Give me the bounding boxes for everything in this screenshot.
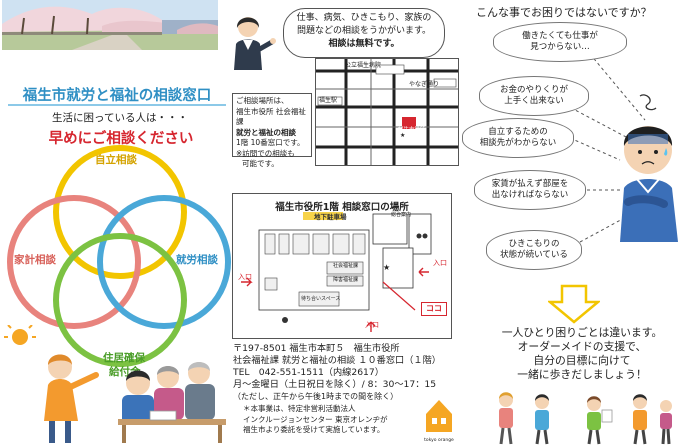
contact-address: 〒197-8501 福生市本町５ 福生市役所 (233, 343, 400, 354)
floor-map-entrance-west: 入口 (238, 273, 252, 281)
operator-note-line-1: ＊本事業は、特定非営利活動法人 (243, 404, 356, 413)
floor-map-entrance-east: 入口 (433, 259, 447, 267)
closing-message: 一人ひとり困りごとは違います。 オーダーメイドの支援で、 自分の目標に向けて 一… (482, 326, 682, 382)
speech-free-consult: 相談は無料です。 (328, 39, 400, 49)
trouble-cloud-withdrawal-line-2: 状態が続いている (500, 250, 568, 260)
trouble-title: こんな事でお困りではないですか？ (476, 6, 652, 19)
worried-man-illustration (620, 94, 678, 242)
trouble-cloud-money: お金のやりくりが上手く出来ない (479, 76, 589, 116)
floor-room-disability: 障害福祉課 (333, 277, 359, 283)
walking-people-illustration (499, 392, 672, 445)
venn-label-housing: 住居確保 (103, 352, 145, 364)
floor-map: 福生市役所1階 相談窓口の場所 ★ 地下駐車場 入口 入口 入口 (232, 193, 452, 339)
operator-note: ＊本事業は、特定非営利活動法人 インクルージョンセンター 東京オレンヂが 福生市… (243, 404, 421, 436)
floor-room-info: 総合案内 (391, 212, 412, 218)
closing-line-4: 一緒に歩きだしましょう！ (517, 368, 647, 381)
trouble-cloud-rent: 家賃が払えず部屋を出なければならない (474, 170, 586, 210)
operator-note-line-2: インクルージョンセンター 東京オレンヂが (243, 414, 388, 424)
contact-hours-note: （ただし、正午から午後1時までの間を除く） (233, 392, 399, 401)
speech-bubble: 仕事、病気、ひきこもり、家族の 問題などの相談をうかがいます。 相談は無料です。 (283, 8, 445, 58)
trouble-cloud-withdrawal-line-1: ひきこもりの (508, 239, 560, 249)
trouble-cloud-rent-line-1: 家賃が払えず部屋を (491, 179, 569, 189)
closing-line-1: 一人ひとり困りごとは違います。 (501, 326, 663, 339)
floor-room-welfare: 社会福祉課 (333, 263, 359, 269)
location-note-line-6: 可能です。 (242, 159, 279, 168)
cherry-blossom-photo (2, 0, 218, 50)
map-label-cityhall: 福生市役所 (398, 127, 426, 133)
title-underline (8, 104, 226, 106)
svg-text:★: ★ (400, 132, 405, 139)
contact-info: 〒197-8501 福生市本町５ 福生市役所 社会福祉課 就労と福祉の相談 １０… (233, 343, 441, 403)
headline: 早めにご相談ください (48, 131, 194, 147)
venn-label-independence: 自立相談 (95, 154, 137, 166)
location-note-line-5: ※訪問での相談も (236, 148, 295, 158)
map-label-street: やなぎ通り (409, 81, 440, 88)
operator-note-line-3: 福生市より委託を受けて実施しています。 (243, 425, 385, 434)
trouble-cloud-rent-line-2: 出なければならない (491, 190, 569, 200)
floor-map-parking: 地下駐車場 (314, 213, 347, 221)
trouble-cloud-independence: 自立するための相談先がわからない (462, 118, 574, 158)
trouble-cloud-independence-line-1: 自立するための (488, 127, 548, 137)
trouble-cloud-job: 働きたくても仕事が見つからない… (493, 22, 627, 62)
map-label-hospital: 公立福生病院 (345, 62, 382, 69)
location-note: ご相談場所は、 福生市役所 社会福祉課 就労と福祉の相談 1階 10番窓口です。… (232, 93, 312, 168)
support-venn-diagram (7, 145, 231, 367)
subtitle: 生活に困っている人は・・・ (52, 112, 188, 124)
floor-room-waiting: 待ち合いスペース (301, 296, 341, 302)
floor-map-title: 福生市役所1階 相談窓口の場所 (275, 202, 409, 213)
speech-line-2: 問題などの相談をうかがいます。 (296, 26, 432, 36)
trouble-cloud-job-line-2: 見つからない… (530, 42, 590, 52)
speech-line-1: 仕事、病気、ひきこもり、家族の (296, 13, 432, 23)
contact-phone: TEL 042-551-1511（内線2617） (233, 367, 384, 378)
here-marker: ココ (421, 302, 447, 316)
location-note-line-1: ご相談場所は、 (236, 96, 289, 105)
contact-department: 社会福祉課 就労と福祉の相談 １０番窓口（１階） (233, 355, 441, 366)
logo-text: tokyo orange (424, 438, 454, 443)
page-title: 福生市就労と福祉の相談窓口 (22, 88, 212, 104)
venn-label-employment: 就労相談 (176, 254, 218, 266)
venn-circle-household (7, 195, 141, 329)
area-map: ★ 公立福生病院 やなぎ通り 福生駅 福生市役所 (315, 58, 459, 166)
trouble-cloud-money-line-1: お金のやりくりが (499, 85, 568, 95)
venn-label-household: 家計相談 (14, 254, 56, 266)
trouble-cloud-withdrawal: ひきこもりの状態が続いている (486, 230, 582, 270)
staff-woman-illustration (234, 17, 276, 70)
map-label-station: 福生駅 (319, 97, 338, 104)
location-note-line-4: 1階 10番窓口です。 (236, 138, 305, 147)
down-arrow-icon (548, 284, 600, 324)
venn-circle-independence (53, 145, 187, 279)
venn-circle-housing (53, 233, 187, 367)
trouble-cloud-job-line-1: 働きたくても仕事が (522, 31, 598, 41)
location-note-line-3: 就労と福祉の相談 (236, 127, 296, 137)
consultation-illustration (4, 325, 226, 443)
trouble-cloud-independence-line-2: 相談先がわからない (479, 138, 557, 148)
closing-line-2: オーダーメイドの支援で、 (517, 340, 647, 353)
contact-hours: 月～金曜日（土日祝日を除く）/ 8：30～17：15 (233, 379, 437, 390)
floor-map-entrance-south: 入口 (365, 321, 379, 329)
svg-text:★: ★ (383, 263, 390, 272)
venn-circle-employment (97, 195, 231, 329)
tokyo-orange-logo: tokyo orange (424, 398, 454, 444)
location-note-line-2: 福生市役所 社会福祉課 (236, 106, 306, 127)
trouble-cloud-money-line-2: 上手く出来ない (504, 96, 564, 106)
closing-line-3: 自分の目標に向けて (533, 354, 631, 367)
